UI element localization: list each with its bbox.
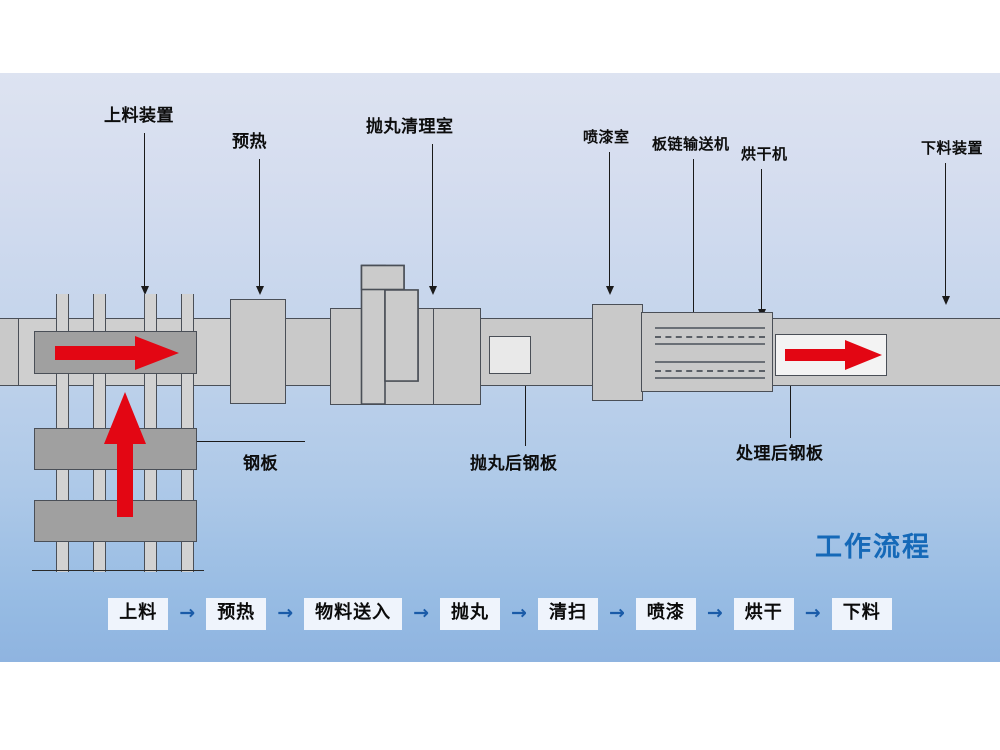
plate-after-blast bbox=[489, 336, 531, 374]
flow-step-2[interactable]: 预热 bbox=[206, 598, 267, 630]
dryer-chamber bbox=[641, 312, 773, 392]
leader-line-unloading-device bbox=[941, 163, 950, 305]
conveyor-segment-preheat-to-blast bbox=[284, 318, 332, 386]
callout-label-unloading-device: 下料装置 bbox=[921, 139, 984, 157]
leader-line-plate-chain-conveyor bbox=[689, 159, 698, 325]
work-flow-title: 工作流程 bbox=[815, 532, 931, 563]
shot-blast-room-right-body bbox=[433, 308, 481, 405]
callout-label-steel-plate: 钢板 bbox=[243, 454, 278, 474]
dryer-chain-dashline-1 bbox=[655, 336, 765, 338]
flow-arrow-1-icon: → bbox=[179, 602, 196, 625]
flow-arrow-6-icon: → bbox=[706, 602, 723, 625]
paint-booth bbox=[592, 304, 643, 401]
flow-arrow-5-icon: → bbox=[608, 602, 625, 625]
motion-arrow-vertical-lift bbox=[104, 392, 146, 517]
leader-line-shot-blast-room bbox=[428, 144, 437, 295]
preheat-chamber bbox=[230, 299, 286, 404]
leader-line-loading-device bbox=[140, 133, 149, 295]
callout-label-preheat: 预热 bbox=[232, 132, 267, 152]
steel-plate-bottom bbox=[34, 500, 197, 542]
flow-step-4[interactable]: 抛丸 bbox=[440, 598, 501, 630]
callout-label-plate-after-treat: 处理后钢板 bbox=[736, 444, 824, 464]
dryer-chain-line-2 bbox=[655, 343, 765, 345]
dryer-chain-dashline-2 bbox=[655, 370, 765, 372]
dryer-chain-line-1 bbox=[655, 327, 765, 329]
callout-label-loading-device: 上料装置 bbox=[104, 106, 174, 126]
dryer-chain-line-3 bbox=[655, 361, 765, 363]
leader-line-paint-booth bbox=[605, 152, 614, 295]
callout-label-shot-blast-room: 抛丸清理室 bbox=[366, 117, 454, 137]
leader-line-steel-plate bbox=[186, 437, 305, 446]
motion-arrow-horizontal-exit bbox=[785, 340, 882, 370]
dryer-chain-line-4 bbox=[655, 377, 765, 379]
motion-arrow-horizontal-entry bbox=[55, 336, 179, 370]
leader-line-preheat bbox=[255, 159, 264, 295]
callout-label-paint-booth: 喷漆室 bbox=[583, 128, 630, 146]
flow-step-3[interactable]: 物料送入 bbox=[304, 598, 403, 630]
flow-step-5[interactable]: 清扫 bbox=[537, 598, 598, 630]
shot-blast-room-duct bbox=[360, 264, 419, 405]
leader-line-plate-after-treat bbox=[786, 374, 795, 438]
flow-arrow-2-icon: → bbox=[277, 602, 294, 625]
leader-line-dryer bbox=[757, 169, 766, 318]
flow-step-7[interactable]: 烘干 bbox=[733, 598, 794, 630]
flow-step-8[interactable]: 下料 bbox=[831, 598, 892, 630]
callout-label-plate-after-blast: 抛丸后钢板 bbox=[470, 454, 558, 474]
flow-step-1[interactable]: 上料 bbox=[108, 598, 169, 630]
ground-line bbox=[32, 570, 204, 571]
flow-step-6[interactable]: 喷漆 bbox=[635, 598, 696, 630]
flow-arrow-3-icon: → bbox=[413, 602, 430, 625]
callout-label-dryer: 烘干机 bbox=[741, 145, 788, 163]
flow-arrow-4-icon: → bbox=[511, 602, 527, 625]
flow-arrow-7-icon: → bbox=[804, 602, 821, 625]
callout-label-plate-chain-conveyor: 板链输送机 bbox=[652, 135, 730, 153]
process-flow-row: 上料 → 预热 → 物料送入 → 抛丸 → 清扫 → 喷漆 → 烘干 → 下料 bbox=[0, 598, 1000, 630]
